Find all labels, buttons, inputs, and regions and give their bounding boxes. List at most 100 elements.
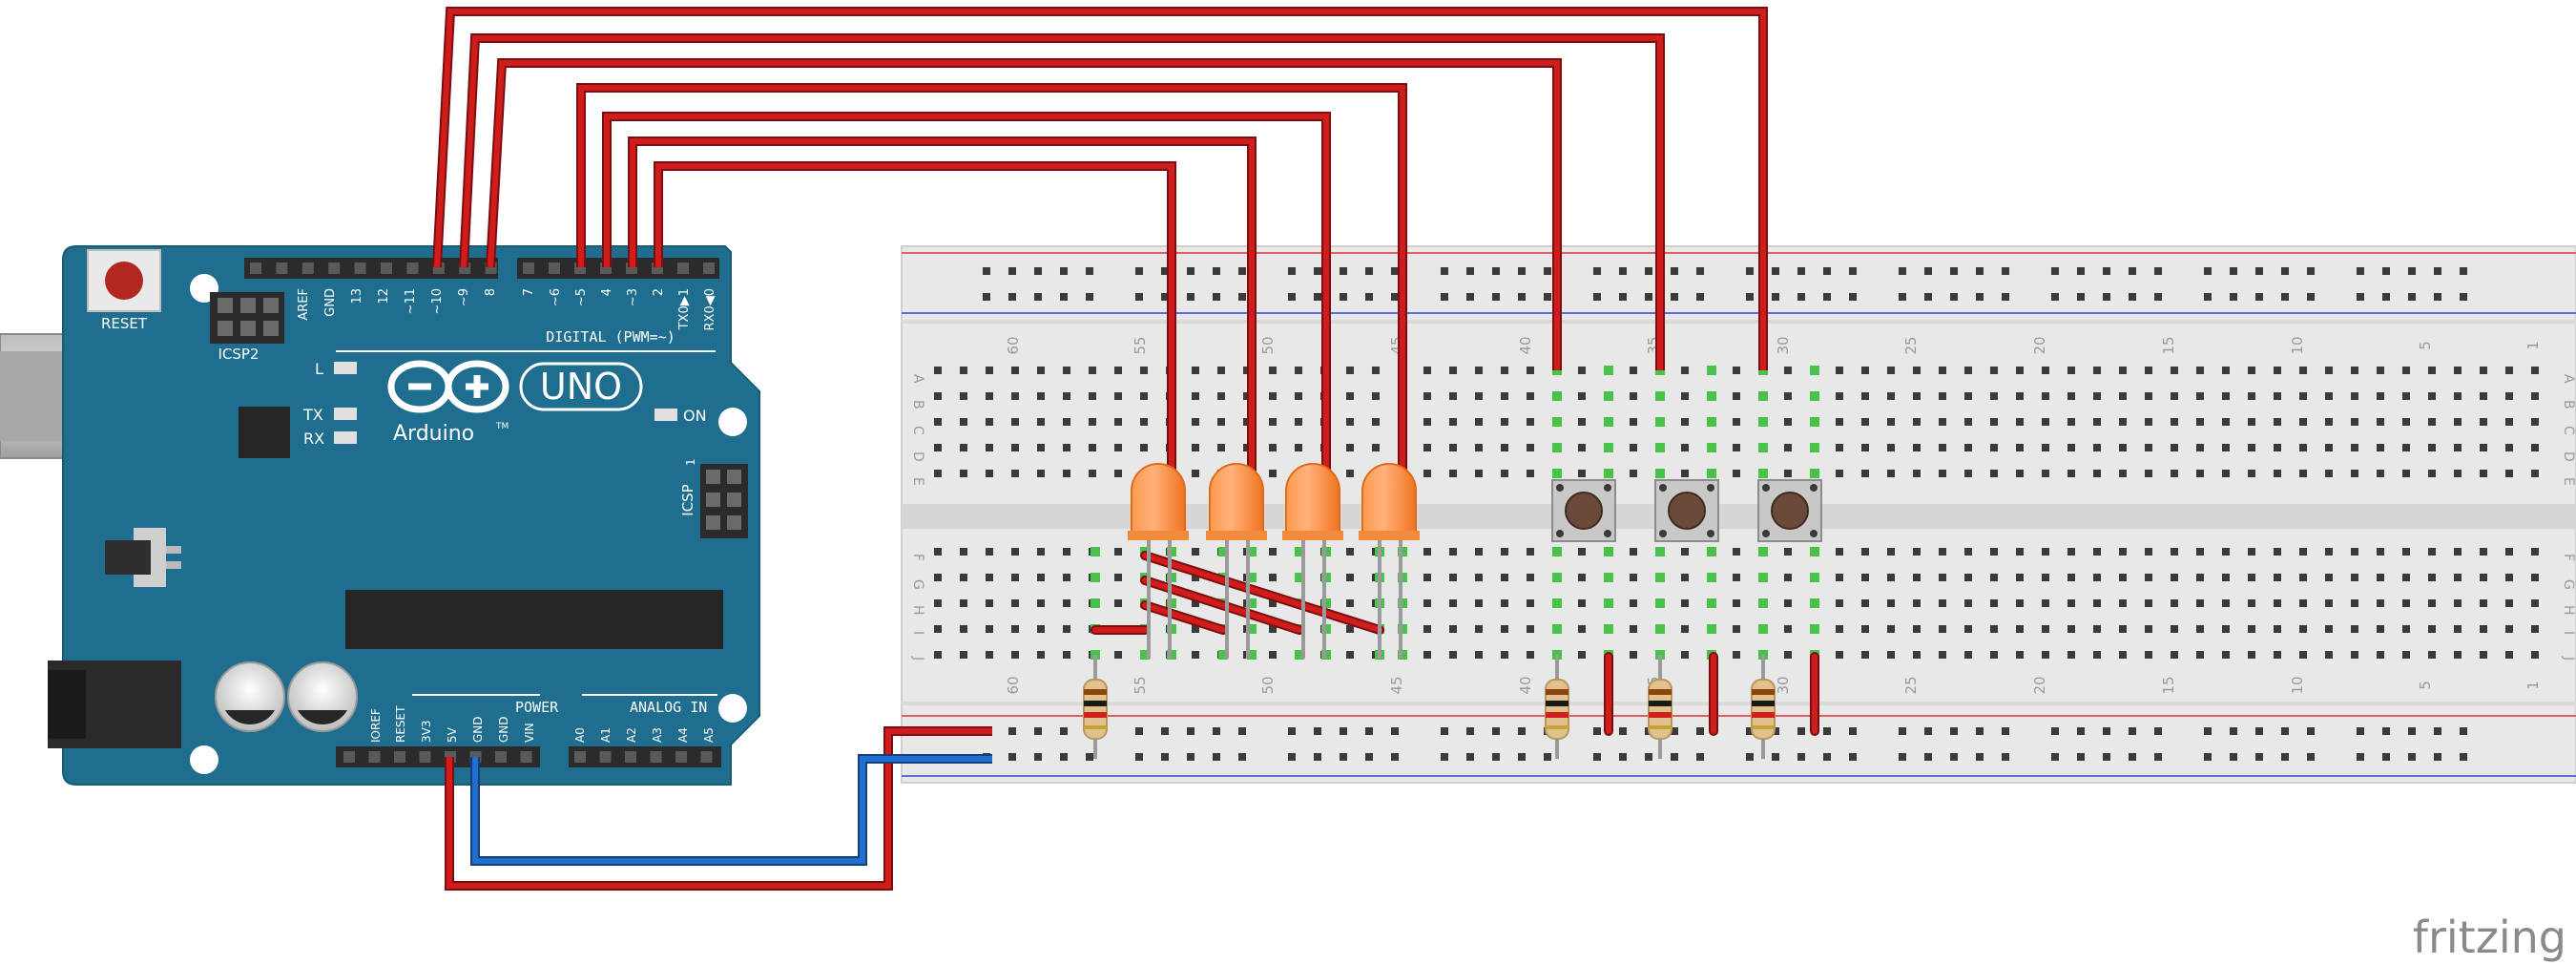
rail-hole — [1772, 267, 1779, 275]
arduino-logo — [387, 360, 509, 413]
breadboard-hole — [1784, 470, 1792, 477]
col-number: 10 — [2289, 676, 2306, 694]
breadboard-hole — [2351, 651, 2358, 659]
connected-hole — [1655, 443, 1665, 452]
breadboard-hole — [1733, 651, 1740, 659]
breadboard-hole — [2299, 444, 2307, 451]
breadboard-hole — [2093, 418, 2101, 426]
breadboard-hole — [2531, 367, 2539, 374]
breadboard-hole — [2377, 548, 2384, 556]
col-number: 15 — [2160, 676, 2177, 694]
breadboard-hole — [1939, 367, 1946, 374]
analog-label: ANALOG IN — [630, 699, 707, 716]
pushbutton-cap[interactable] — [1565, 492, 1603, 530]
breadboard-hole — [2531, 574, 2539, 581]
breadboard-hole — [2428, 625, 2436, 633]
col-number: 30 — [1775, 676, 1792, 694]
breadboard-hole — [2402, 392, 2410, 400]
digital-header-pin — [301, 262, 314, 274]
rail-hole — [1950, 267, 1958, 275]
pushbutton[interactable] — [1551, 479, 1616, 542]
pushbutton-cap[interactable] — [1771, 492, 1809, 530]
breadboard-hole — [1578, 444, 1586, 451]
breadboard-hole — [2454, 548, 2462, 556]
breadboard-hole — [1037, 574, 1045, 581]
breadboard-hole — [1269, 418, 1277, 426]
led-group — [1128, 463, 1420, 659]
breadboard-hole — [2454, 367, 2462, 374]
breadboard-hole — [1449, 574, 1457, 581]
connected-hole — [1758, 417, 1768, 427]
led-rx — [334, 431, 357, 444]
rail-hole — [1544, 293, 1551, 301]
breadboard-hole — [1733, 392, 1740, 400]
resistor-band — [1084, 712, 1107, 718]
rail-hole — [2154, 727, 2162, 735]
rail-hole — [2129, 753, 2136, 761]
breadboard-hole — [2377, 367, 2384, 374]
reset-button-cap[interactable] — [105, 262, 143, 300]
breadboard-hole — [2299, 651, 2307, 659]
breadboard-hole — [2016, 625, 2024, 633]
breadboard-hole — [2067, 574, 2075, 581]
breadboard-hole — [2067, 625, 2075, 633]
breadboard-hole — [2402, 625, 2410, 633]
rail-hole — [1976, 727, 1984, 735]
breadboard-hole — [1836, 574, 1843, 581]
breadboard-hole — [1217, 392, 1225, 400]
breadboard-hole — [1990, 392, 1998, 400]
digital-header-pin — [523, 262, 534, 274]
rail-hole — [2154, 753, 2162, 761]
rail-hole — [1823, 293, 1831, 301]
breadboard-hole — [986, 574, 993, 581]
connected-hole — [1552, 598, 1562, 608]
breadboard-hole — [1964, 599, 1972, 607]
breadboard-hole — [1501, 418, 1508, 426]
rail-hole — [1086, 267, 1093, 275]
breadboard-hole — [2093, 548, 2101, 556]
connected-hole — [1247, 573, 1257, 582]
breadboard-hole — [934, 367, 942, 374]
breadboard-hole — [1887, 574, 1895, 581]
rail-hole — [1671, 753, 1678, 761]
breadboard-hole — [2505, 367, 2513, 374]
breadboard-hole — [1939, 625, 1946, 633]
rail-hole — [2204, 753, 2212, 761]
uno-label: UNO — [540, 366, 622, 408]
connected-hole — [1758, 573, 1768, 582]
pin-label-a4: A4 — [676, 727, 690, 743]
pushbutton[interactable] — [1757, 479, 1822, 542]
connected-hole — [1655, 573, 1665, 582]
connected-hole — [1758, 443, 1768, 452]
breadboard-hole — [2480, 599, 2487, 607]
rail-hole — [2460, 267, 2467, 275]
rail-hole — [2281, 753, 2289, 761]
row-letter-left: F — [910, 554, 925, 561]
breadboard-hole — [1836, 599, 1843, 607]
breadboard-hole — [1063, 574, 1070, 581]
pushbutton-cap[interactable] — [1668, 492, 1706, 530]
rail-hole — [1213, 267, 1220, 275]
breadboard-hole — [1630, 574, 1637, 581]
connected-hole — [1247, 598, 1257, 608]
rail-hole — [2002, 267, 2009, 275]
breadboard-hole — [1217, 444, 1225, 451]
rail-hole — [2382, 727, 2390, 735]
breadboard-hole — [1269, 599, 1277, 607]
breadboard-hole — [1784, 651, 1792, 659]
breadboard-hole — [2119, 574, 2127, 581]
pushbutton[interactable] — [1654, 479, 1719, 542]
digital-header-pin — [485, 262, 497, 274]
arduino-trademark: TM — [495, 422, 509, 431]
breadboard-hole — [2145, 599, 2152, 607]
breadboard-hole — [2171, 651, 2178, 659]
connected-hole — [1604, 417, 1613, 427]
breadboard-hole — [1733, 444, 1740, 451]
col-number: 1 — [2524, 681, 2542, 690]
rail-hole — [1135, 753, 1143, 761]
digital-header-pin — [381, 262, 392, 274]
breadboard-hole — [2222, 651, 2230, 659]
breadboard-hole — [2067, 444, 2075, 451]
pin-label-4: 4 — [600, 288, 614, 296]
connected-hole — [1810, 573, 1819, 582]
